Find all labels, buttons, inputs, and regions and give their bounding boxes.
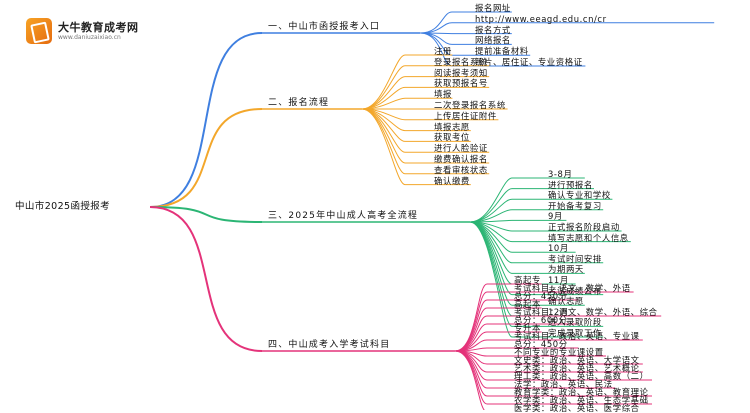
leaf-item: 农学类：政治、英语、生态学基础 <box>514 395 649 405</box>
leaf-item: 为期两天 <box>548 264 584 275</box>
leaf-item: 考试科目：语文、数学、外语 <box>514 283 631 293</box>
logo-url: www.daniuzaixiao.cn <box>58 34 121 41</box>
leaf-item: 艺术类：政治、英语、艺术概论 <box>514 363 640 373</box>
branch-connector <box>149 32 263 208</box>
leaf-item: 3-8月 <box>548 169 573 179</box>
leaf-item: 阅读报考须知 <box>434 67 488 78</box>
branch-label: 一、中山市函授报考入口 <box>268 22 381 32</box>
leaf-item: 9月 <box>548 211 563 222</box>
leaf-item: 考试科目：语文、数学、外语、综合 <box>514 307 658 317</box>
leaf-item: 注册 <box>434 46 452 56</box>
leaf-item: 填报志愿 <box>434 121 470 132</box>
leaf-item: 填报 <box>434 89 452 100</box>
site-logo[interactable]: 大牛教育成考网 www.daniuzaixiao.cn <box>26 16 144 48</box>
leaf-item: 进行人脸验证 <box>434 143 488 154</box>
leaf-item: 完成录取工作 <box>548 328 602 338</box>
leaf-item: 11月 <box>548 275 569 285</box>
leaf-item: 二次登录报名系统 <box>434 100 506 110</box>
leaf-item: 提前准备材料 <box>475 46 529 57</box>
leaf-item: 总分：450分 <box>514 291 568 301</box>
leaf-item: 填写志愿和个人信息 <box>548 232 629 243</box>
leaf-item: 文史类：政治、英语、大学语文 <box>514 355 640 365</box>
leaf-item: 登录报名系统 <box>434 56 488 67</box>
leaf-item: 正式报名阶段启动 <box>548 222 620 232</box>
leaf-item: 不同专业的专业课设置 <box>514 347 604 357</box>
leaf-item: 10月 <box>548 243 569 254</box>
leaf-item: 专升本 <box>514 323 541 333</box>
leaf-item: 确认专业和学校 <box>548 190 611 201</box>
branch-label: 三、2025年中山成人高考全流程 <box>268 211 419 221</box>
leaf-item: 报名网址 <box>475 3 511 13</box>
logo-icon <box>26 18 52 44</box>
leaf-item: 法学：政治、英语、民法 <box>514 379 613 389</box>
leaf-item: 缴费确认报名 <box>434 154 488 164</box>
leaf-item: 开始备考复习 <box>548 200 602 211</box>
leaf-item: 理工类：政治、英语、高数（二） <box>514 371 649 381</box>
leaf-item: 确认缴费 <box>434 175 470 186</box>
branch-connector <box>149 206 263 223</box>
leaf-item: 高起本 <box>514 299 541 309</box>
branch-connector <box>149 108 263 208</box>
branch-label: 二、报名流程 <box>268 98 330 108</box>
leaf-item: 进入录取阶段 <box>548 317 602 328</box>
leaf-item: 进行预报名 <box>548 179 593 190</box>
leaf-item: 总分：600分 <box>514 315 568 325</box>
leaf-item: 教育学类：政治、英语、教育理论 <box>514 387 649 397</box>
leaf-item: 确认志愿 <box>548 296 584 307</box>
leaf-item: 获取考位 <box>434 132 470 143</box>
leaf-item: 总分：450分 <box>514 339 568 349</box>
leaf-item: 考试成绩公布 <box>548 285 602 296</box>
branch-label: 四、中山成考入学考试科目 <box>268 340 391 350</box>
leaf-item: 上传居住证附件 <box>434 110 497 121</box>
leaf-item: 照片、居住证、专业资格证 <box>475 57 583 67</box>
leaf-item: http://www.eeagd.edu.cn/cr <box>475 13 607 24</box>
leaf-item: 获取预报名号 <box>434 78 488 89</box>
leaf-item: 网络报名 <box>475 35 511 46</box>
leaf-item: 考试科目：政治、英语、专业课 <box>514 331 640 341</box>
root-topic: 中山市2025函授报考 <box>15 201 111 212</box>
leaf-item: 考试时间安排 <box>548 253 602 264</box>
logo-title: 大牛教育成考网 <box>58 21 139 34</box>
leaf-item: 医学类：政治、英语、医学综合 <box>514 403 640 413</box>
leaf-item: 12月 <box>548 306 569 317</box>
leaf-item: 报名方式 <box>475 24 511 35</box>
branch-connector <box>149 206 263 352</box>
leaf-item: 查看审核状态 <box>434 164 488 175</box>
leaf-item: 高起专 <box>514 275 541 285</box>
